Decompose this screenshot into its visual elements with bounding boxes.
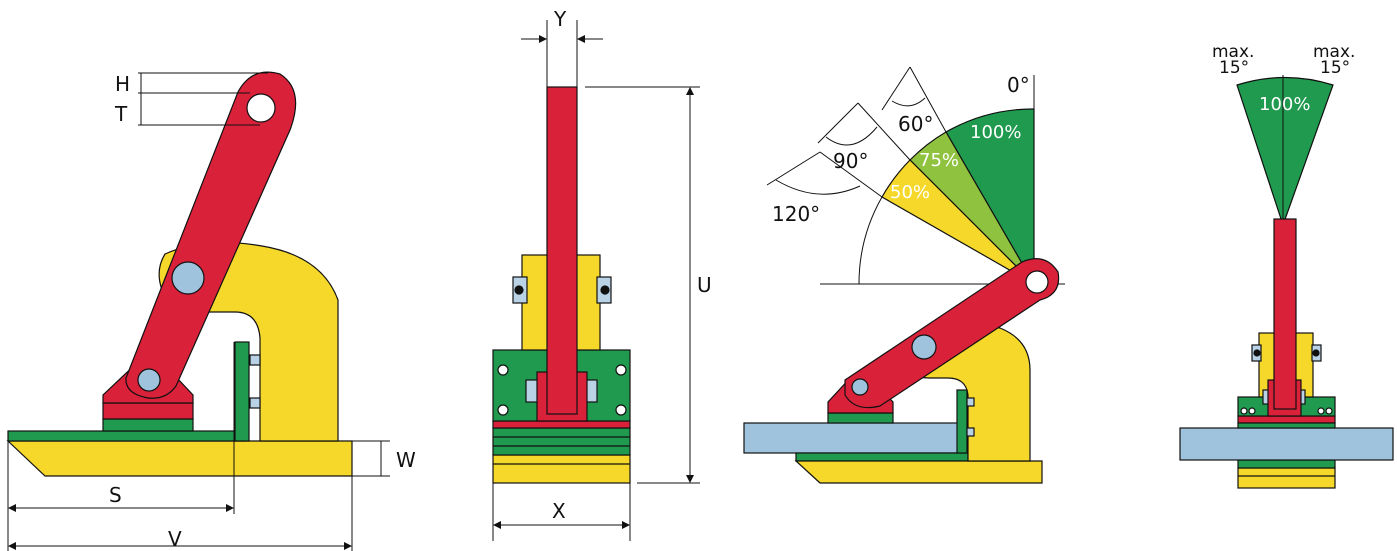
tilt-view: 100% max. 15° max. 15° [1179,42,1394,489]
clamp-bolt-lower [249,397,261,409]
side-view: H T W S V [6,71,416,551]
front-bolt [497,404,509,416]
dim-label-S: S [109,483,122,507]
dim-label-V: V [168,527,182,551]
bracket-green [102,418,194,432]
front-base-yellow [492,454,631,484]
clamp-bolt-upper [249,354,261,366]
green-pad [7,430,246,442]
front-base-red [492,420,631,429]
reach-arc [858,196,883,285]
front-lower-block-left [525,379,539,403]
dim-label-Y: Y [553,7,567,31]
tilt-right-max: max. [1313,42,1355,62]
front-bolt [497,364,509,376]
tilt-capacity-100: 100% [1259,94,1310,115]
angle-clamp-plate [956,389,968,454]
body-pivot-pin [171,261,205,295]
load-plate [743,422,969,454]
tilt-lever-red [1273,218,1297,410]
sector-100 [945,108,1035,287]
front-bolt [615,404,627,416]
clamp-plate [234,341,250,442]
angle-bracket-green [827,412,894,424]
dim-label-X: X [552,499,566,523]
angle-label-0: 0° [1007,73,1030,97]
angle-lever-red [844,258,1060,409]
tilt-bracket-green-lower [1237,422,1336,429]
angle-label-120: 120° [772,202,820,226]
tilt-sector-100 [1236,76,1334,227]
front-base-green [492,427,631,456]
tilt-base-yellow [1237,467,1336,489]
tilt-base-green [1237,459,1336,469]
tilt-left-max: max. [1212,42,1254,62]
angle-view: 0° 60° 90° 120° 100% 75% 50% [743,66,1065,484]
jaw-base [6,440,353,477]
capacity-label-100: 100% [970,122,1021,143]
dim-label-U: U [697,273,712,297]
angle-label-90: 90° [833,149,868,173]
dim-label-W: W [396,448,416,472]
capacity-label-50: 50% [890,182,930,203]
dim-label-H: H [115,72,130,96]
capacity-label-75: 75% [919,150,959,171]
tilt-right-deg: 15° [1320,58,1350,78]
tilt-red-plate [1237,415,1336,424]
bracket-red-plate [102,402,194,420]
angle-label-60: 60° [898,112,933,136]
tilt-left-deg: 15° [1219,58,1249,78]
angle-jaw-yellow [794,460,1043,484]
bracket-pivot-pin [137,368,161,392]
front-lever-red [546,86,578,415]
front-view: Y U X [492,7,712,541]
dim-label-T: T [114,102,128,126]
front-bolt [615,364,627,376]
angle-jaw-green [795,452,969,462]
tilt-load-plate [1179,427,1394,461]
lever-top-hole [246,93,276,123]
